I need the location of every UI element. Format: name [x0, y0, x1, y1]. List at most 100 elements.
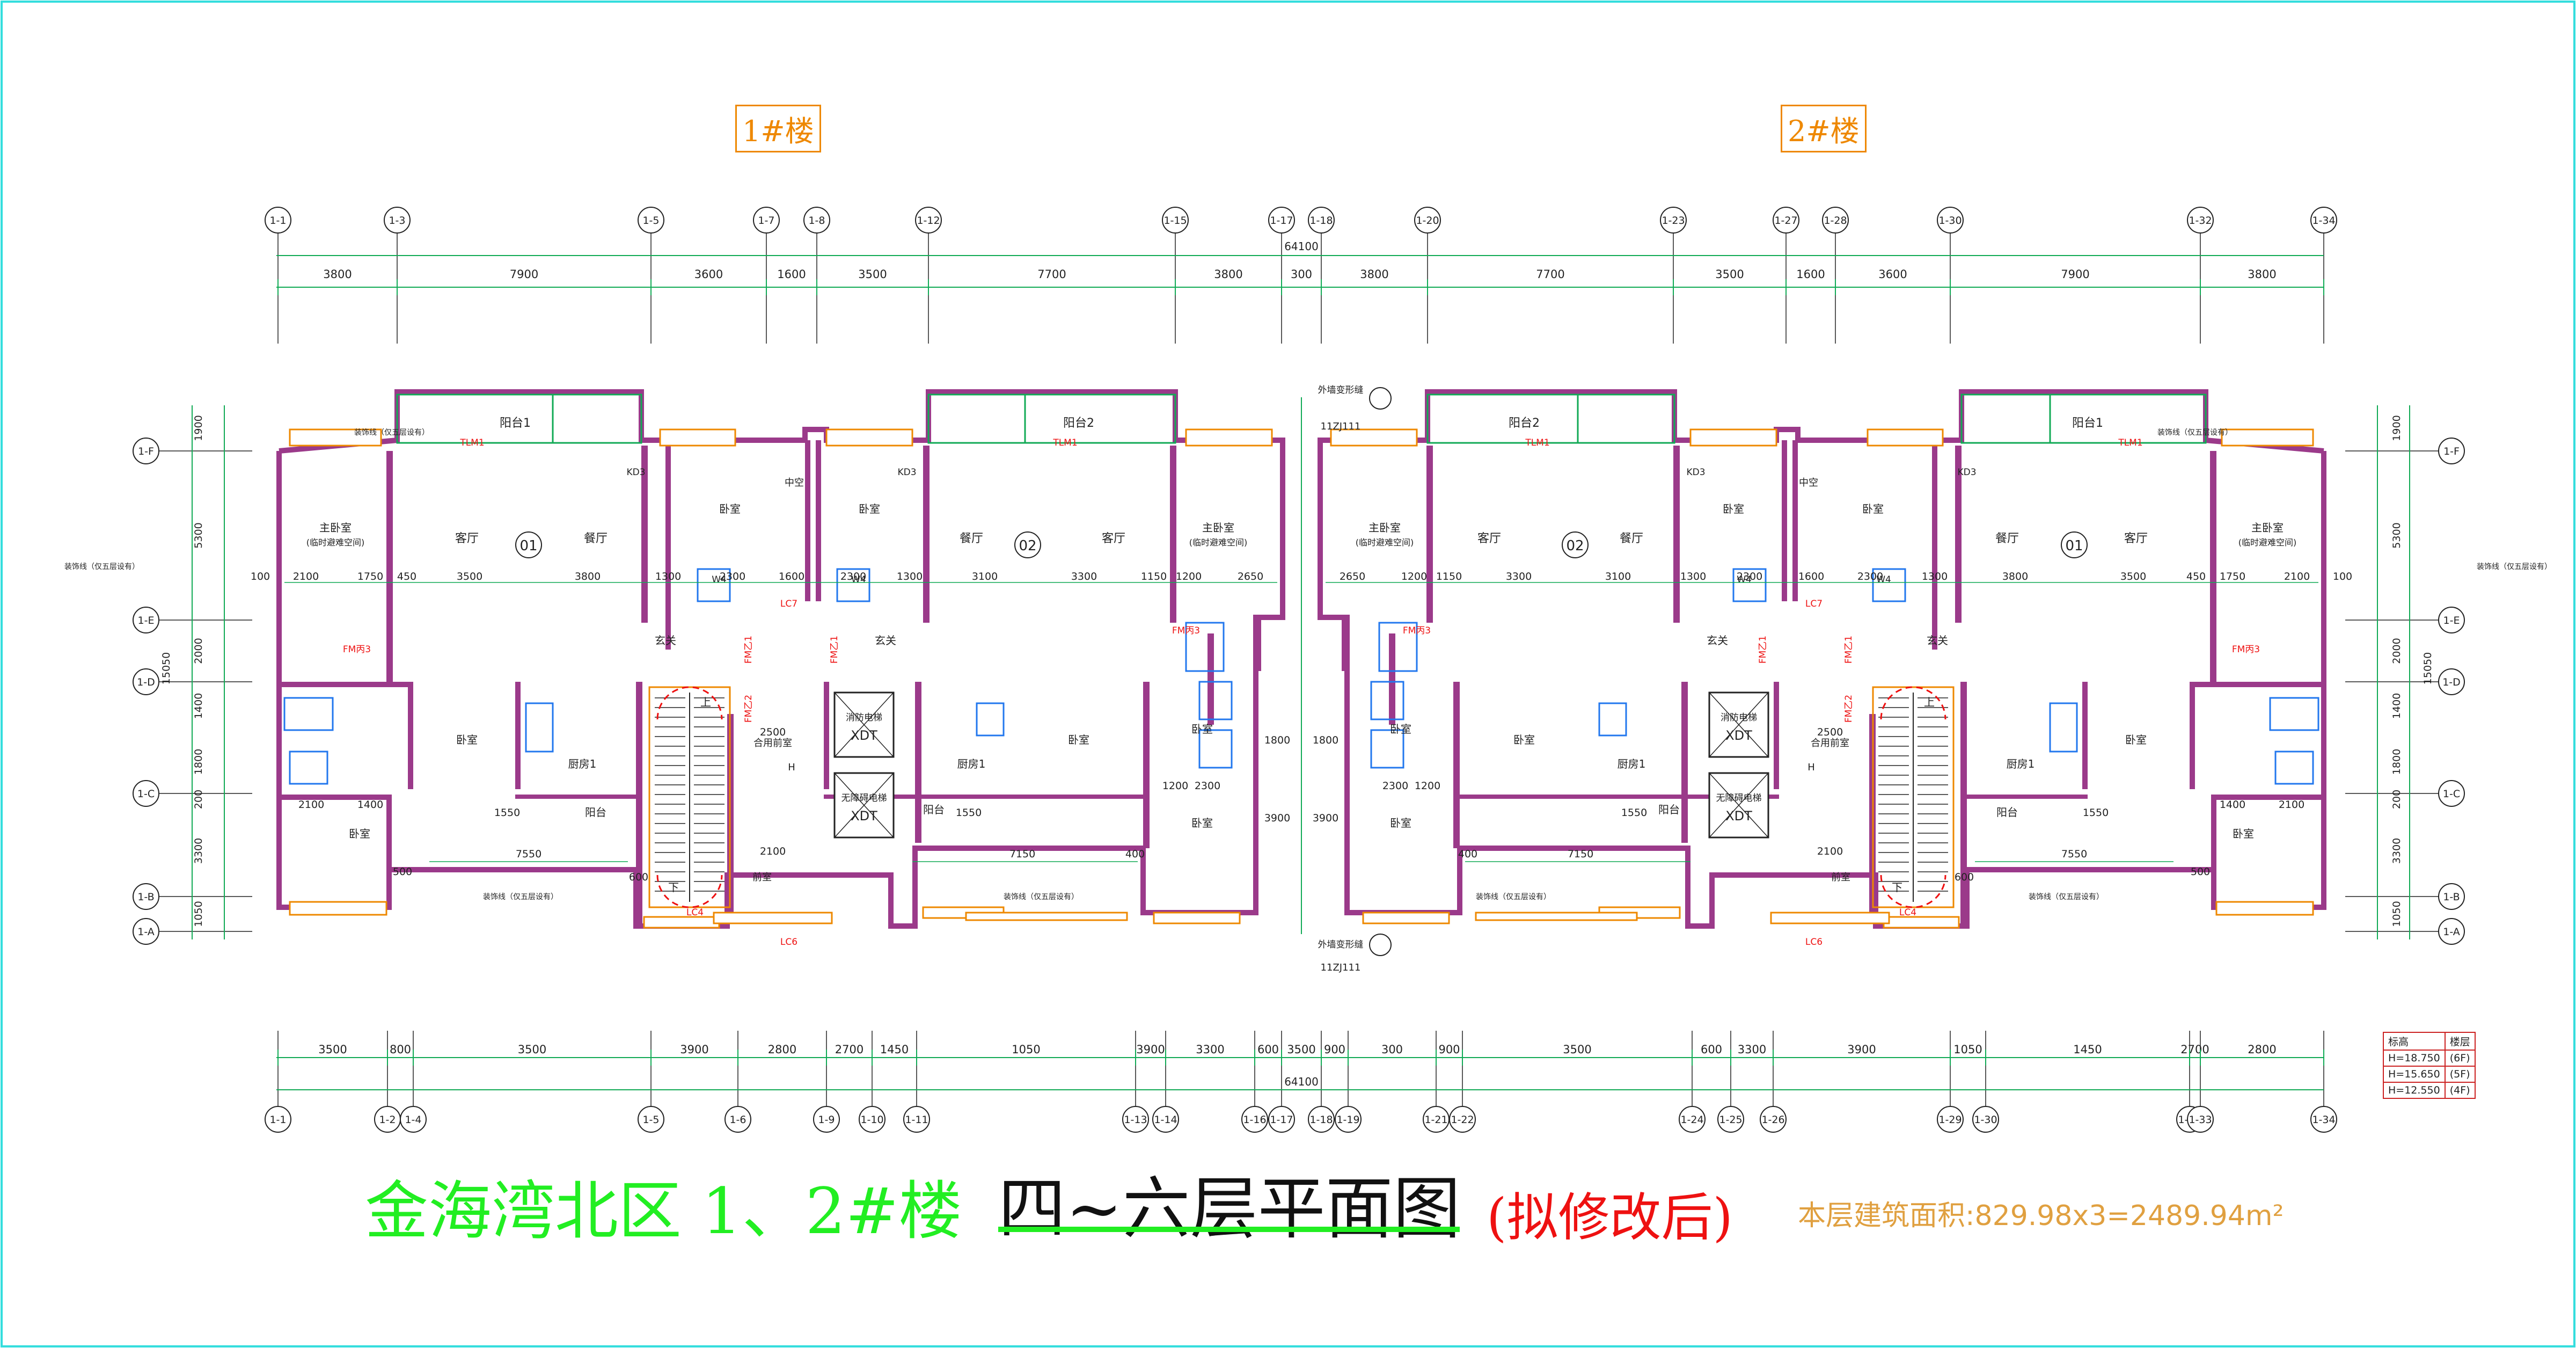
room-balcony1: 阳台1 [500, 417, 531, 430]
window [1883, 916, 1960, 929]
fixture [2269, 697, 2319, 731]
room-void: 中空 [1799, 477, 1818, 489]
axis-bubble [859, 1106, 885, 1133]
tag-label: KD3 [897, 467, 916, 478]
axis-label: 1-24 [1680, 1114, 1703, 1126]
wall [2195, 682, 2324, 687]
elevator-code: XDT [1725, 808, 1752, 824]
window [1153, 912, 1241, 924]
inner-dim: 3500 [2120, 571, 2146, 582]
expansion-joint-label: 外墙变形缝 [1318, 939, 1364, 950]
wall [2190, 682, 2195, 789]
window [289, 428, 382, 447]
fixture [1370, 681, 1404, 720]
axis-label: 1-17 [1270, 1114, 1293, 1126]
tag-label: TLM1 [1052, 438, 1077, 448]
inner-dim: 1750 [2220, 571, 2245, 582]
stair-down-label: 下 [668, 881, 679, 894]
axis-label: 1-F [138, 446, 154, 457]
inner-dim: 500 [2191, 866, 2210, 878]
balcony-rail [927, 394, 1176, 444]
tag-label: LC6 [1805, 937, 1823, 948]
inner-dim: 1800 [1313, 734, 1338, 746]
axis-label: 1-10 [860, 1114, 883, 1126]
axis-label: 1-B [2443, 891, 2460, 903]
fixture [2049, 702, 2078, 753]
wall [1389, 633, 1395, 725]
tag-label: TLM1 [1525, 438, 1549, 448]
room-bedroom: 卧室 [1068, 733, 1089, 746]
tag-label: TLM1 [2118, 438, 2142, 448]
level-row: H=12.550 (4F) [2383, 1082, 2476, 1099]
dim-value: 1600 [1796, 268, 1825, 281]
dim-value: 300 [1381, 1043, 1403, 1056]
room-shared-front: 合用前室 [1811, 738, 1849, 749]
inner-dim: 2100 [2279, 799, 2304, 811]
inner-dim: 1150 [1436, 571, 1462, 582]
room-bedroom: 卧室 [2233, 827, 2254, 840]
room-refuge-note: (临时避难空间) [1356, 537, 1414, 548]
axis-bubble [724, 1106, 751, 1133]
fixture [976, 702, 1005, 737]
axis-bubble [903, 1106, 930, 1133]
inner-dim: 1600 [1798, 571, 1824, 582]
wall [1208, 633, 1214, 725]
axis-label: 1-F [2443, 446, 2460, 457]
dim-value: 3600 [1878, 268, 1907, 281]
fixture [836, 568, 870, 602]
balcony-rail [396, 394, 642, 444]
inner-dim: 2100 [293, 571, 319, 582]
inner-dim: 450 [397, 571, 416, 582]
wall [1453, 682, 1460, 848]
axis-label: 1-E [138, 615, 155, 626]
inner-dim: 2300 [720, 571, 745, 582]
elevator-cross [834, 773, 894, 838]
elevation-mark: H [788, 762, 795, 773]
fixture [697, 568, 731, 602]
inner-dim: 7150 [1009, 848, 1035, 860]
axis-label: 1-26 [1761, 1114, 1784, 1126]
side-dim-value: 1400 [2391, 693, 2403, 719]
tag-label: FM丙3 [2232, 644, 2260, 655]
axis-bubble [638, 1106, 664, 1133]
dim-value: 3500 [1715, 268, 1744, 281]
window [643, 916, 720, 929]
level-header-elevation: 标高 [2383, 1032, 2446, 1051]
level-floor: (5F) [2444, 1066, 2476, 1083]
inner-dim: 100 [2333, 571, 2352, 582]
axis-bubble [1122, 1106, 1149, 1133]
axis-label: 1-12 [917, 215, 940, 227]
fixture [1198, 729, 1233, 769]
axis-label: 1-D [2442, 676, 2461, 688]
axis-label: 1-34 [2312, 215, 2335, 227]
decor-line-label: 装饰线（仅五层设有） [354, 428, 429, 437]
elevator-cross [1709, 773, 1769, 838]
wall [636, 682, 642, 923]
wall [2210, 451, 2216, 682]
dim-value: 3900 [680, 1043, 708, 1056]
side-dim-value: 3300 [193, 838, 204, 864]
inner-dim: 2100 [760, 846, 786, 857]
axis-label: 1-8 [808, 215, 825, 227]
fixture [525, 702, 554, 753]
decor-line-label: 装饰线（仅五层设有） [2477, 563, 2552, 571]
room-bedroom: 卧室 [859, 502, 880, 515]
level-header-floor: 楼层 [2444, 1032, 2476, 1051]
axis-bubble [265, 1106, 291, 1133]
stair-down-label: 下 [1892, 881, 1902, 894]
inner-dim: 1200 [1176, 571, 1202, 582]
inner-dim: 3900 [1313, 812, 1338, 824]
room-dining: 餐厅 [960, 532, 983, 545]
inner-dim: 1150 [1141, 571, 1167, 582]
side-dim-value: 200 [2391, 790, 2403, 809]
inner-dim: 1550 [1621, 807, 1647, 819]
side-dim-value: 3300 [2391, 838, 2403, 864]
dim-value: 3600 [694, 268, 723, 281]
detail-ref-label: 11ZJ111 [1321, 421, 1361, 432]
unit-number: 02 [1019, 538, 1036, 554]
window [1362, 912, 1450, 924]
axis-bubble [1717, 1106, 1744, 1133]
wall [1955, 446, 1962, 623]
inner-dim: 500 [393, 866, 412, 878]
axis-label: 1-25 [1719, 1114, 1742, 1126]
